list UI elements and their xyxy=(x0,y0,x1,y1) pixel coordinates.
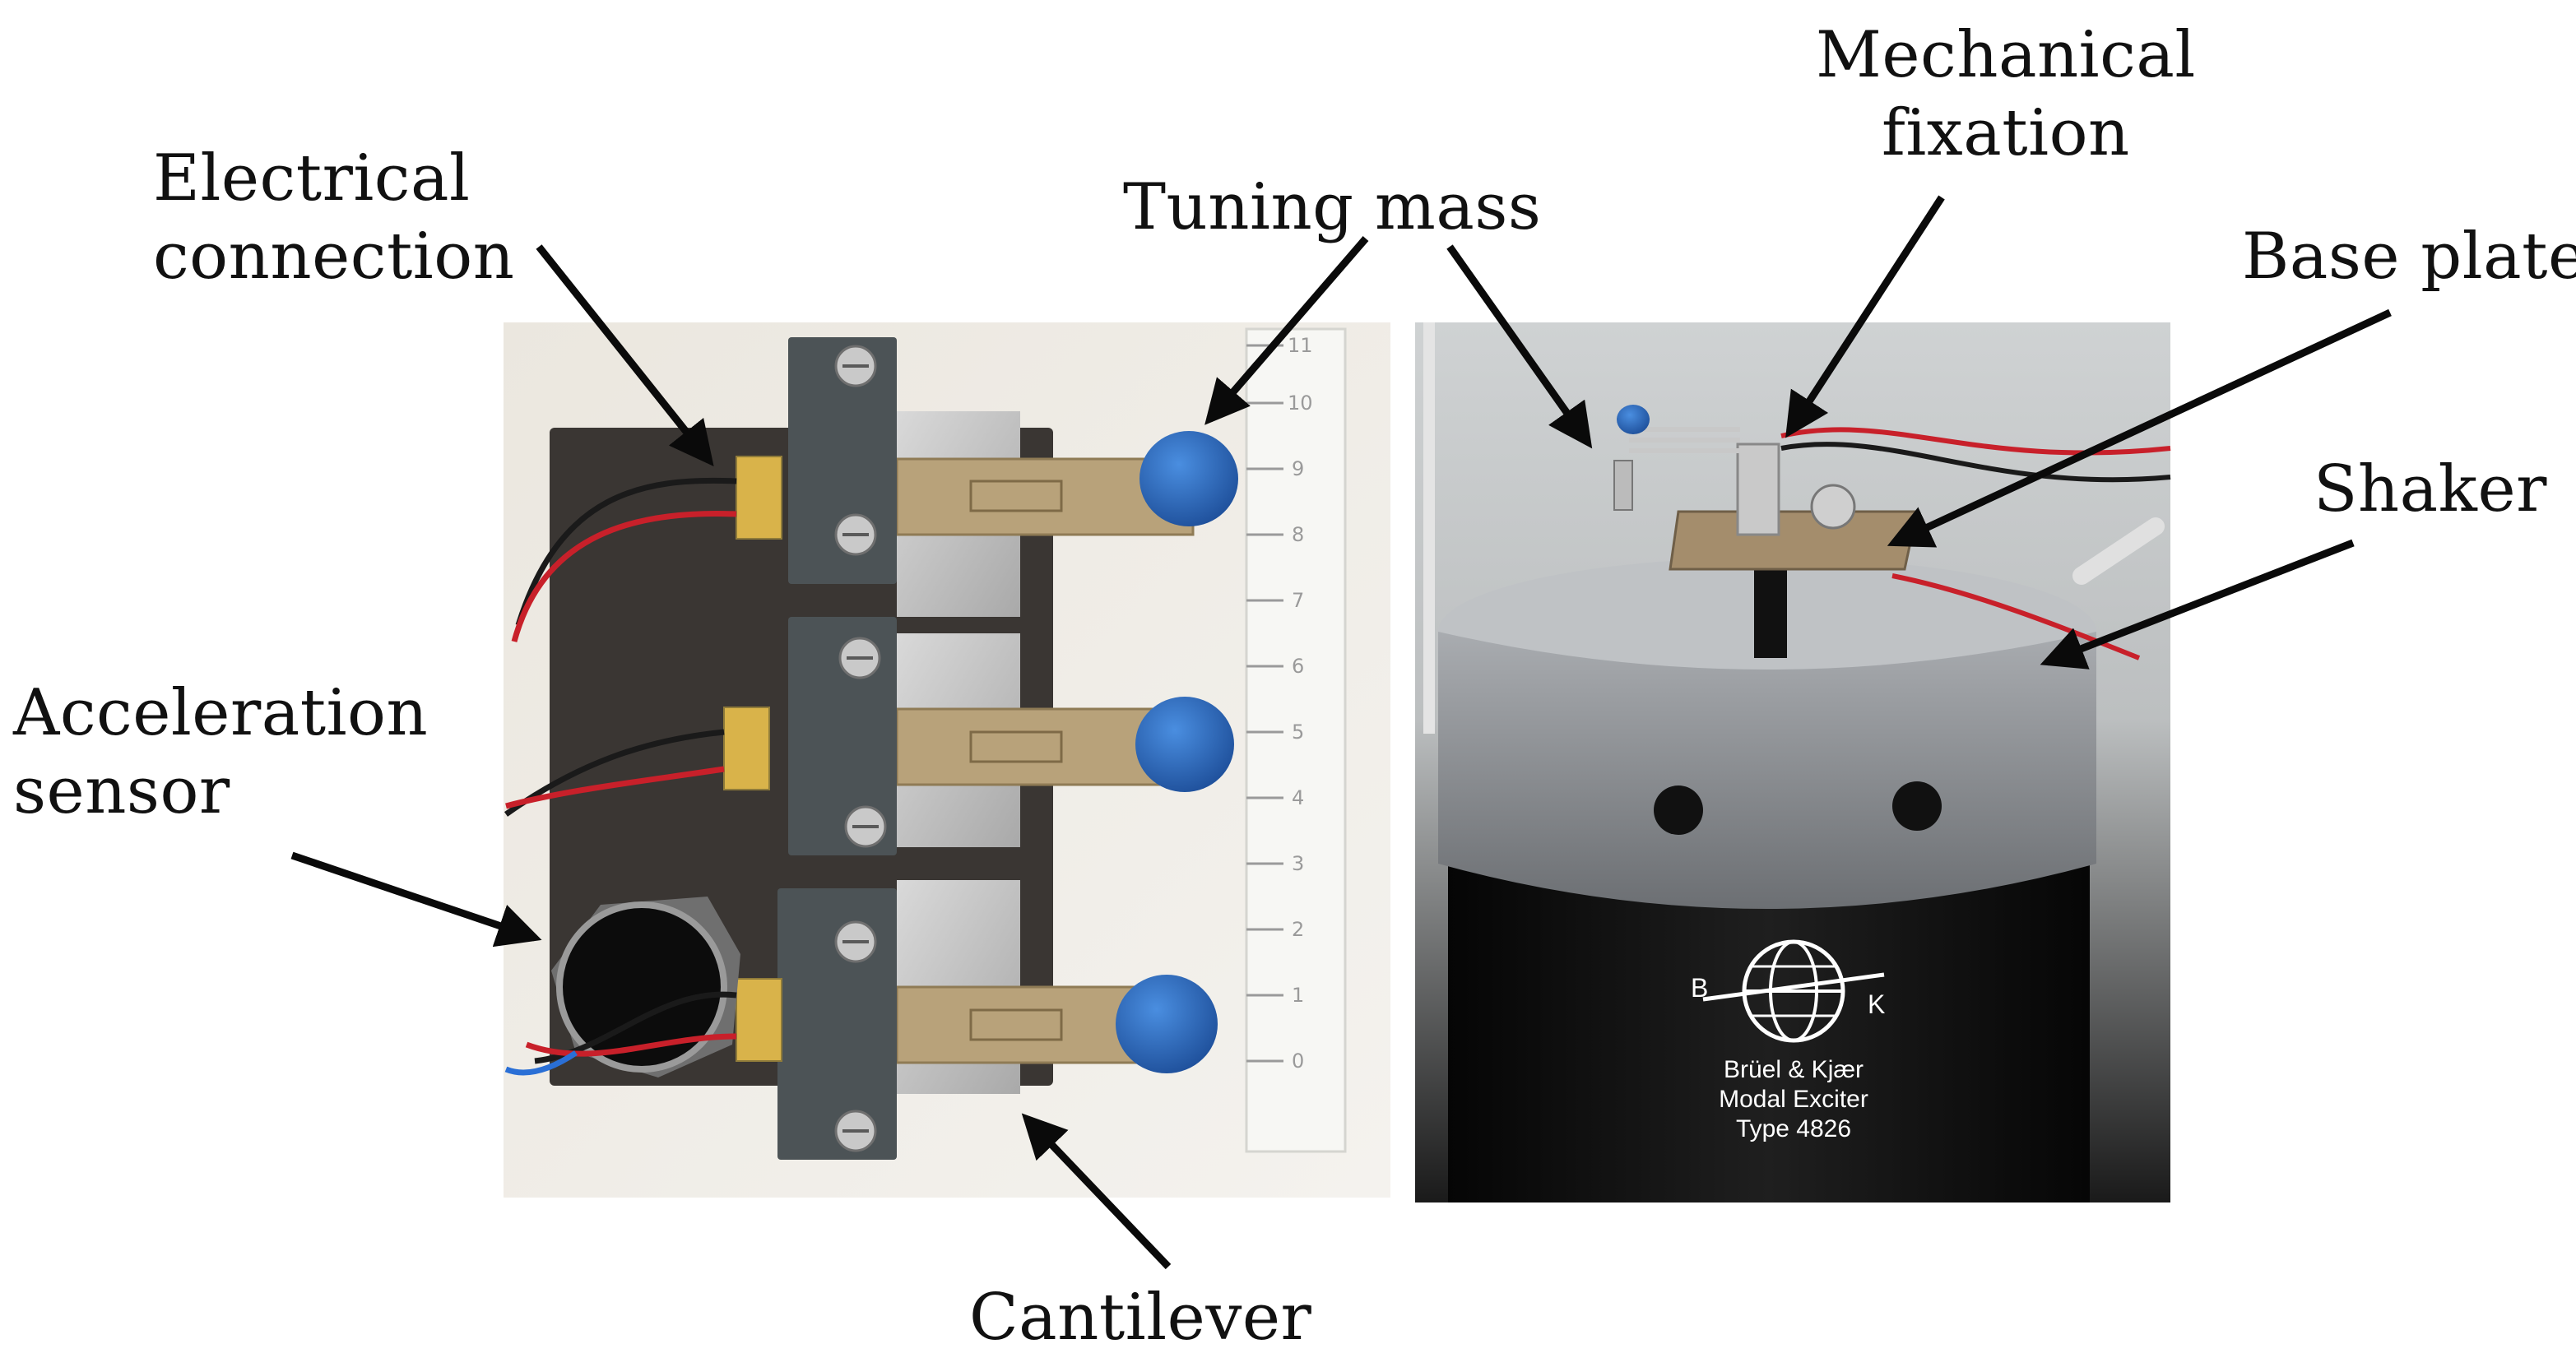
ruler-tick-10: 10 xyxy=(1288,392,1313,415)
logo-letter-k: K xyxy=(1868,989,1885,1019)
shaker-base-plate xyxy=(1669,510,1919,571)
label-base-plate: Base plate xyxy=(2242,220,2576,294)
label-shaker: Shaker xyxy=(2314,452,2547,526)
acceleration-sensor xyxy=(551,897,740,1077)
ruler-tick-7: 7 xyxy=(1292,589,1304,612)
ruler: 0 1 2 3 4 5 6 7 8 9 10 11 xyxy=(1245,327,1347,1153)
ruler-tick-9: 9 xyxy=(1292,457,1304,480)
label-electrical-line2: connection xyxy=(153,220,515,294)
label-cantilever: Cantilever xyxy=(969,1281,1312,1355)
right-photo: B K Brüel & Kjær Modal Exciter Type 4826 xyxy=(1415,322,2171,1202)
logo-letter-b: B xyxy=(1691,973,1708,1003)
arrow-acceleration-sensor xyxy=(290,851,542,948)
ruler-tick-3: 3 xyxy=(1292,852,1304,875)
mechanical-fixation-block xyxy=(1736,443,1780,536)
arrow-mechanical-fixation xyxy=(1785,195,1945,438)
ruler-tick-1: 1 xyxy=(1292,984,1304,1007)
arrow-base-plate xyxy=(1887,308,2392,548)
bk-logo: B K xyxy=(1691,939,1885,1043)
wires xyxy=(504,477,737,1076)
label-electrical-connection: Electrical connection xyxy=(153,140,514,296)
label-mechanical-line2: fixation xyxy=(1881,96,2130,171)
arrow-cantilever xyxy=(1021,1113,1172,1270)
ruler-tick-8: 8 xyxy=(1292,523,1304,546)
tuning-mass-middle xyxy=(1135,697,1234,792)
label-mechanical-line1: Mechanical xyxy=(1816,18,2196,92)
harvester-bottom xyxy=(736,880,1218,1160)
product-brand: Brüel & Kjær xyxy=(1724,1056,1864,1083)
ruler-tick-11: 11 xyxy=(1288,334,1313,357)
ruler-tick-6: 6 xyxy=(1292,655,1304,678)
label-tuning-mass: Tuning mass xyxy=(1123,170,1542,244)
product-type: Type 4826 xyxy=(1736,1115,1851,1142)
tuning-mass-small xyxy=(1617,405,1650,434)
label-acceleration-line1: Acceleration xyxy=(13,676,429,750)
label-acceleration-sensor: Acceleration sensor xyxy=(13,674,428,831)
product-model: Modal Exciter xyxy=(1719,1086,1868,1113)
label-mechanical-fixation: Mechanical fixation xyxy=(1816,16,2196,173)
tuning-mass-bottom xyxy=(1116,975,1218,1073)
arrow-shaker xyxy=(2040,539,2355,670)
ruler-tick-5: 5 xyxy=(1292,721,1304,744)
ruler-tick-2: 2 xyxy=(1292,918,1304,941)
label-acceleration-line2: sensor xyxy=(13,754,230,829)
harvester-middle xyxy=(723,617,1234,855)
tuning-mass-top xyxy=(1139,431,1238,526)
arrow-electrical-connection xyxy=(536,244,714,467)
label-electrical-line1: Electrical xyxy=(153,141,471,215)
arrow-tuning-mass-right xyxy=(1446,244,1593,449)
ruler-tick-4: 4 xyxy=(1292,786,1304,809)
arrow-tuning-mass xyxy=(1204,236,1369,425)
harvester-top xyxy=(736,337,1238,617)
ruler-tick-0: 0 xyxy=(1292,1050,1304,1073)
left-photo: 0 1 2 3 4 5 6 7 8 9 10 11 xyxy=(504,322,1390,1198)
